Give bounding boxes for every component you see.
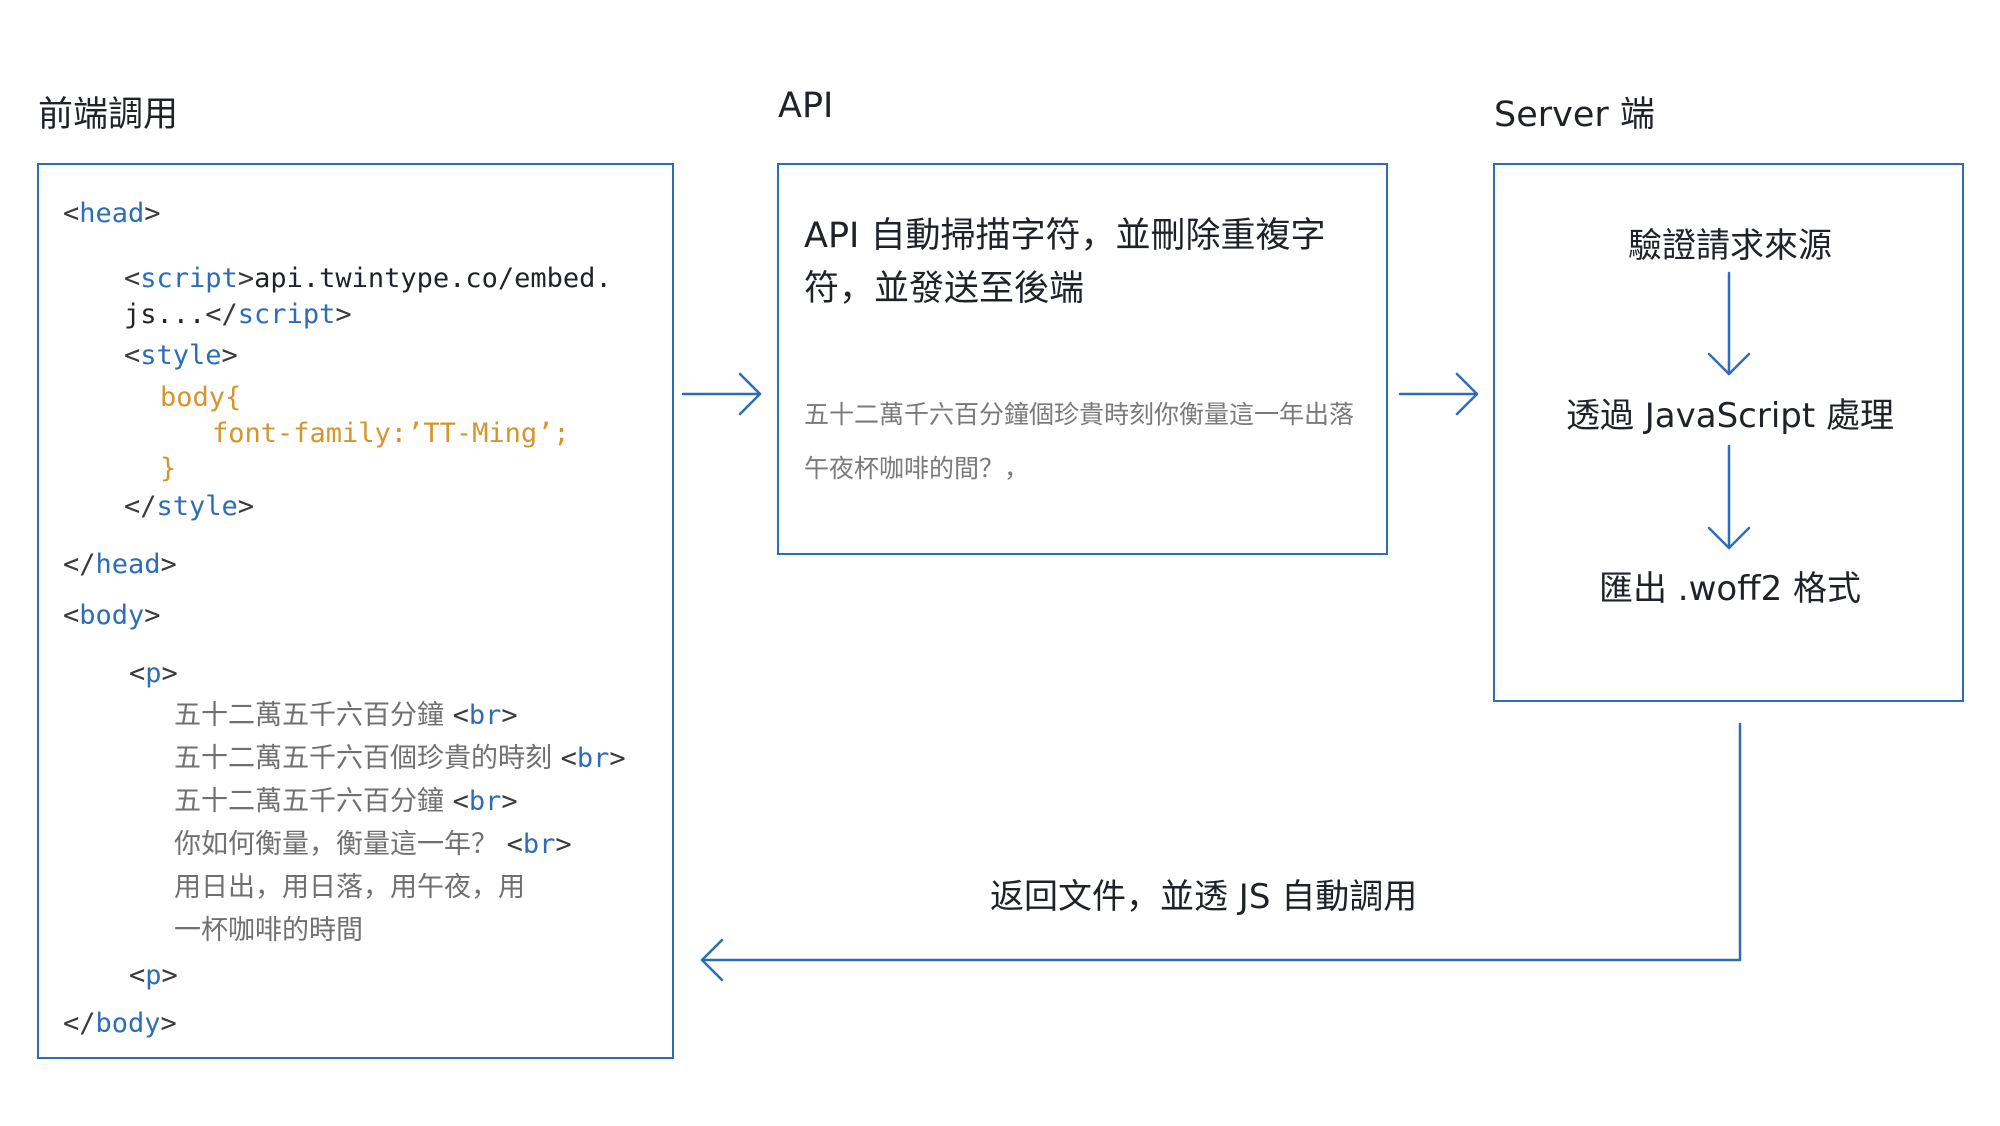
code-head-tag: head — [79, 198, 145, 229]
code-p-open: <p> — [129, 658, 178, 689]
lyric-line-2: 五十二萬五千六百個珍貴的時刻 — [174, 743, 561, 774]
lyric-line-5: 用日出，用日落，用午夜，用 — [174, 872, 525, 903]
code-script-line: <script>api.twintype.co/embed. — [124, 263, 612, 294]
code-text-line: 一杯咖啡的時間 — [174, 917, 363, 944]
return-arrow-icon — [700, 722, 1742, 982]
code-head-open: <head> — [63, 198, 161, 229]
code-css-rule: font-family:’TT-Ming’; — [212, 418, 570, 449]
code-text-line: 五十二萬五千六百個珍貴的時刻 <br> — [174, 743, 626, 774]
api-heading: API 自動掃描字符，並刪除重複字符，並發送至後端 — [804, 216, 1326, 309]
frontend-title: 前端調用 — [38, 95, 179, 135]
code-text-line: 你如何衡量，衡量這一年？ <br> — [174, 829, 572, 860]
code-style-close: </style> — [124, 491, 255, 522]
code-css-close: } — [160, 453, 177, 484]
server-title: Server 端 — [1494, 95, 1655, 135]
arrow-down-icon — [1707, 271, 1751, 376]
code-br-tag: br — [522, 829, 556, 860]
code-style-open: <style> — [124, 340, 238, 371]
code-text-line: 五十二萬五千六百分鐘 <br> — [174, 786, 518, 817]
frontend-code-box — [37, 163, 674, 1059]
code-br-tag: br — [576, 743, 610, 774]
server-step-export: 匯出 .woff2 格式 — [1598, 569, 1862, 609]
code-head-close-tag: head — [95, 549, 161, 580]
code-p-tag: p — [145, 658, 162, 689]
server-step-verify: 驗證請求來源 — [1628, 226, 1832, 266]
lyric-line-1: 五十二萬五千六百分鐘 — [174, 700, 453, 731]
code-script-line-2: js...</script> — [124, 299, 352, 330]
code-style-tag: style — [140, 340, 222, 371]
lyric-line-6: 一杯咖啡的時間 — [174, 915, 363, 946]
server-step-process: 透過 JavaScript 處理 — [1565, 396, 1895, 436]
code-head-close: </head> — [63, 549, 177, 580]
code-script-url-cont: js... — [124, 299, 206, 330]
code-script-close-tag: script — [237, 299, 336, 330]
api-sample-text: 五十二萬千六百分鐘個珍貴時刻你衡量這一年出落午夜杯咖啡的間？， — [804, 400, 1355, 483]
arrow-right-icon — [681, 372, 762, 416]
code-script-url: api.twintype.co/embed. — [254, 263, 612, 294]
code-p-tag-2: p — [145, 960, 162, 991]
code-style-close-tag: style — [156, 491, 238, 522]
arrow-right-icon — [1398, 372, 1479, 416]
code-script-tag: script — [140, 263, 238, 294]
code-br-tag: br — [468, 700, 502, 731]
api-box — [777, 163, 1388, 555]
arrow-down-icon — [1707, 444, 1751, 550]
return-label: 返回文件，並透 JS 自動調用 — [990, 877, 1418, 917]
code-text-line: 五十二萬五千六百分鐘 <br> — [174, 700, 518, 731]
api-title: API — [778, 86, 834, 126]
code-p-close: <p> — [129, 960, 178, 991]
lyric-line-3: 五十二萬五千六百分鐘 — [174, 786, 453, 817]
code-body-close-tag: body — [95, 1008, 161, 1039]
server-box — [1493, 163, 1964, 702]
code-body-tag: body — [79, 600, 145, 631]
code-text-line: 用日出，用日落，用午夜，用 — [174, 874, 525, 901]
lyric-line-4: 你如何衡量，衡量這一年？ — [174, 829, 507, 860]
code-body-open: <body> — [63, 600, 161, 631]
code-body-close: </body> — [63, 1008, 177, 1039]
code-css-selector: body{ — [160, 382, 242, 413]
code-br-tag: br — [468, 786, 502, 817]
